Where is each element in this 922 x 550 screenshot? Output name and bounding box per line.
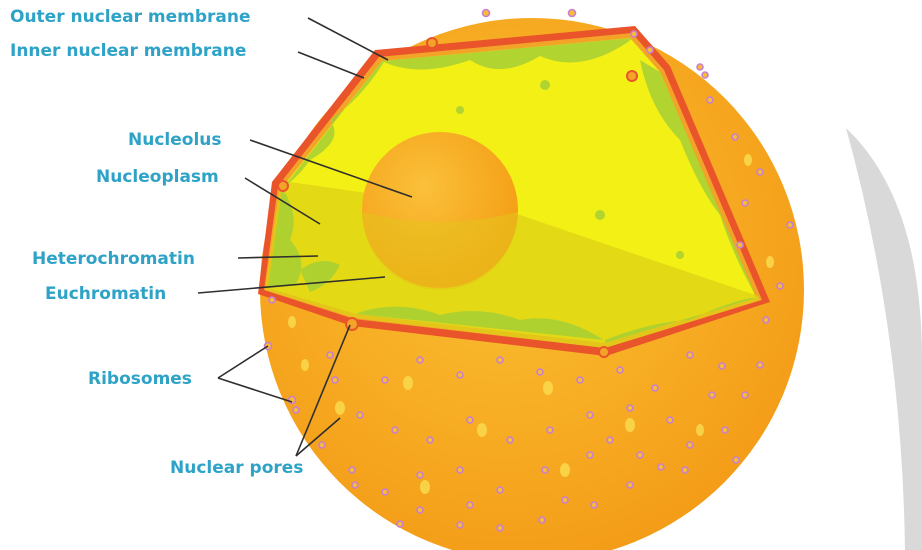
label-heterochromatin: Heterochromatin (32, 249, 195, 269)
background-arc (846, 128, 922, 550)
label-inner-nuclear-membrane: Inner nuclear membrane (10, 41, 246, 61)
label-nuclear-pores: Nuclear pores (170, 458, 303, 478)
label-outer-nuclear-membrane: Outer nuclear membrane (10, 7, 251, 27)
label-nucleoplasm: Nucleoplasm (96, 167, 219, 187)
diagram-labels: Outer nuclear membrane Inner nuclear mem… (10, 7, 303, 478)
label-ribosomes: Ribosomes (88, 369, 192, 389)
label-euchromatin: Euchromatin (45, 284, 166, 304)
label-nucleolus: Nucleolus (128, 130, 222, 150)
